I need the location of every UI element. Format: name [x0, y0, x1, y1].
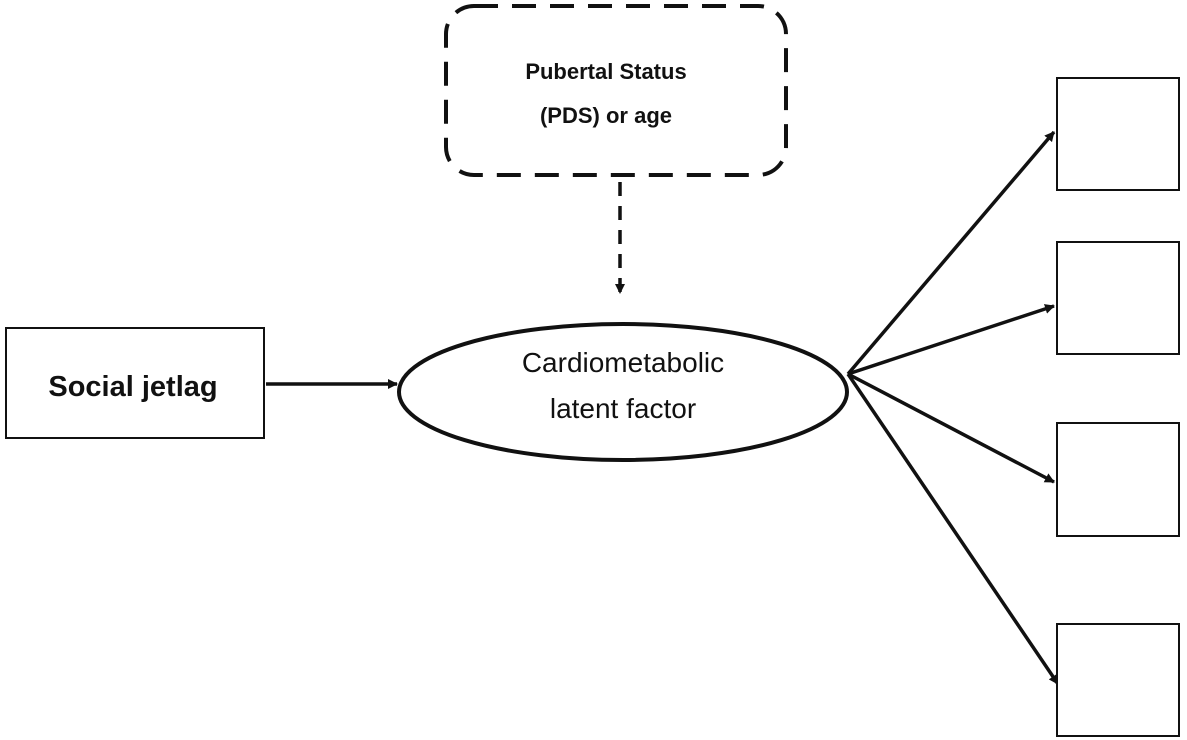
moderator-box	[444, 4, 788, 177]
indicator-box-3	[1056, 422, 1180, 537]
loading-arrow-3	[847, 372, 1055, 484]
indicator-box-4	[1056, 623, 1180, 737]
indicator-boxes	[1056, 77, 1180, 737]
loading-arrow-2	[847, 304, 1055, 376]
moderator-label-line2: (PDS) or age	[540, 103, 672, 128]
latent-factor-label-line1: Cardiometabolic	[522, 347, 724, 378]
moderator-label-line1: Pubertal Status	[525, 59, 686, 84]
predictor-box	[5, 327, 265, 439]
latent-factor-ellipse	[397, 322, 849, 462]
predictor-label: Social jetlag	[48, 371, 217, 403]
indicator-box-2	[1056, 241, 1180, 355]
latent-factor-node: Cardiometabolic latent factor	[397, 322, 849, 462]
predictor-node: Social jetlag	[5, 327, 265, 439]
loading-arrows	[846, 130, 1060, 685]
indicator-box-1	[1056, 77, 1180, 191]
moderator-node: Pubertal Status (PDS) or age	[444, 4, 788, 177]
loading-arrow-1	[846, 130, 1056, 376]
latent-factor-label-line2: latent factor	[550, 393, 696, 424]
loading-arrow-4	[846, 373, 1060, 685]
